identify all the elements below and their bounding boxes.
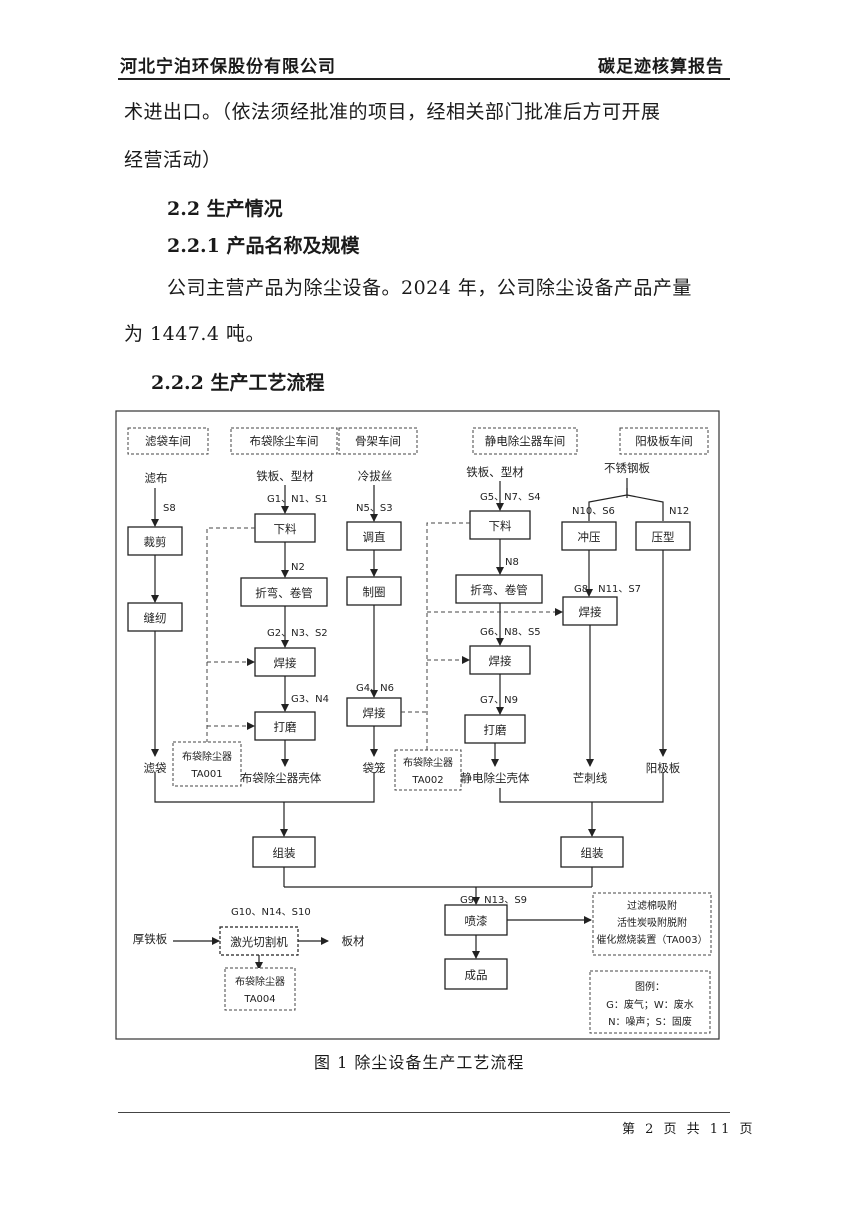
workshop-filter-bag: 滤袋车间 — [145, 434, 191, 448]
step-weld-frame: 焊接 — [363, 706, 386, 720]
step-grind-b: 打磨 — [484, 723, 507, 737]
dust-collector-id: TA001 — [190, 769, 222, 780]
legend-row: N：噪声；S：固废 — [608, 1015, 692, 1028]
step-blank-a: 下料 — [274, 522, 297, 536]
paragraph-line: 为 1447.4 吨。 — [124, 323, 266, 345]
workshop-anode: 阳极板车间 — [635, 434, 693, 448]
diagram-frame — [115, 410, 720, 1040]
step-blank-b: 下料 — [489, 519, 512, 533]
input-steel-b: 铁板、型材 — [466, 465, 524, 479]
step-bend-a: 折弯、卷管 — [255, 586, 313, 600]
paragraph-line: 经营活动） — [124, 149, 222, 171]
emission-label: N2 — [291, 562, 305, 573]
step-weld-b: 焊接 — [489, 654, 512, 668]
emission-label: N12 — [669, 506, 689, 517]
header-rule — [118, 78, 730, 80]
output-sheet: 板材 — [342, 934, 365, 948]
step-weld-c: 焊接 — [579, 605, 602, 619]
legend-row: G：废气；W：废水 — [606, 998, 694, 1011]
step-assemble-a: 组装 — [273, 846, 296, 860]
paragraph-line: 公司主营产品为除尘设备。2024 年，公司除尘设备产品产量 — [167, 277, 692, 299]
dust-collector-ta001: 布袋除尘器 — [182, 750, 232, 763]
input-thick-plate: 厚铁板 — [133, 932, 168, 946]
dust-collector-id: TA004 — [243, 994, 275, 1005]
emission-label: G9、N13、S9 — [460, 895, 527, 906]
step-press: 压型 — [652, 530, 675, 544]
step-ring: 制圈 — [363, 585, 386, 599]
subsection-heading: 2.2.2 生产工艺流程 — [151, 372, 325, 394]
figure-caption: 图 1 除尘设备生产工艺流程 — [314, 1053, 525, 1072]
legend-title: 图例： — [635, 980, 665, 993]
workshop-frame: 骨架车间 — [355, 434, 401, 448]
dust-collector-ta004: 布袋除尘器 — [235, 975, 285, 988]
workshop-esp: 静电除尘器车间 — [485, 434, 566, 448]
paragraph-line: 术进出口。（依法须经批准的项目，经相关部门批准后方可开展 — [124, 101, 661, 123]
emission-label: N5、S3 — [356, 503, 393, 514]
step-grind-a: 打磨 — [274, 720, 297, 734]
emission-label: G7、N9 — [480, 695, 518, 706]
input-steel-a: 铁板、型材 — [256, 469, 314, 483]
emission-label: G6、N8、S5 — [480, 627, 541, 638]
step-cut: 裁剪 — [144, 535, 167, 549]
step-assemble-b: 组装 — [581, 846, 604, 860]
input-stainless: 不锈钢板 — [604, 461, 650, 475]
emission-label: G10、N14、S10 — [231, 907, 311, 918]
emission-label: G1、N1、S1 — [267, 494, 328, 505]
dust-collector-id: TA002 — [411, 775, 443, 786]
output-esp-shell: 静电除尘壳体 — [461, 771, 530, 785]
header-company: 河北宁泊环保股份有限公司 — [120, 57, 336, 77]
emission-label: G2、N3、S2 — [267, 628, 328, 639]
section-heading: 2.2 生产情况 — [167, 198, 283, 220]
dust-collector-ta002: 布袋除尘器 — [403, 756, 453, 769]
emission-label: G5、N7、S4 — [480, 492, 541, 503]
input-filter-cloth: 滤布 — [145, 471, 168, 485]
voc-control-line: 过滤棉吸附 — [627, 899, 677, 912]
emission-label: N8 — [505, 557, 519, 568]
output-bag-shell: 布袋除尘器壳体 — [241, 771, 322, 785]
process-flow-diagram: 滤袋车间 布袋除尘车间 骨架车间 静电除尘器车间 阳极板车间 滤布 铁板、型材 … — [115, 410, 720, 1040]
emission-label: G4、N6 — [356, 683, 394, 694]
step-bend-b: 折弯、卷管 — [470, 583, 528, 597]
voc-control-line: 活性炭吸附脱附 — [617, 916, 687, 929]
footer-rule — [118, 1112, 730, 1113]
emission-label: G8、N11、S7 — [574, 584, 641, 595]
step-finished: 成品 — [465, 968, 488, 982]
step-spray: 喷漆 — [465, 914, 488, 928]
workshop-bag-duster: 布袋除尘车间 — [250, 434, 319, 448]
output-anode-plate: 阳极板 — [646, 761, 681, 775]
output-cage: 袋笼 — [363, 761, 386, 775]
step-laser: 激光切割机 — [230, 935, 288, 949]
step-sew: 缝纫 — [144, 611, 167, 625]
subsection-heading: 2.2.1 产品名称及规模 — [167, 235, 360, 257]
output-barb-wire: 芒刺线 — [573, 771, 608, 785]
voc-control-line: 催化燃烧装置（TA003） — [596, 933, 707, 946]
header-report-title: 碳足迹核算报告 — [598, 57, 724, 77]
input-cold-wire: 冷拔丝 — [358, 469, 393, 483]
emission-label: S8 — [163, 503, 176, 514]
step-straighten: 调直 — [363, 530, 386, 544]
page-number: 第 2 页 共 11 页 — [622, 1122, 756, 1137]
output-bag: 滤袋 — [144, 761, 167, 775]
step-weld-a: 焊接 — [274, 656, 297, 670]
emission-label: G3、N4 — [291, 694, 329, 705]
emission-label: N10、S6 — [572, 506, 615, 517]
step-punch: 冲压 — [578, 530, 601, 544]
